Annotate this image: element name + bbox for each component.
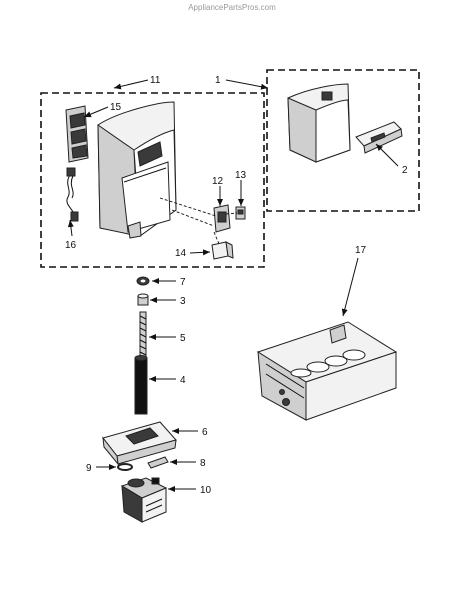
leader-line-16 xyxy=(67,219,74,237)
part-13-connector[interactable] xyxy=(235,206,246,220)
callout-7[interactable]: 7 xyxy=(180,277,186,288)
leader-line-1 xyxy=(225,79,269,90)
callout-4[interactable]: 4 xyxy=(180,375,186,386)
callout-5[interactable]: 5 xyxy=(180,333,186,344)
part-5-auger-spring[interactable] xyxy=(139,311,147,359)
part-4-shaft[interactable] xyxy=(134,355,148,415)
part-17-ice-maker[interactable] xyxy=(256,321,398,421)
part-15-panel[interactable] xyxy=(65,105,89,163)
callout-9[interactable]: 9 xyxy=(86,463,92,474)
callout-8[interactable]: 8 xyxy=(200,458,206,469)
leader-line-17 xyxy=(341,257,359,317)
leader-line-11 xyxy=(113,79,149,90)
part-1-ice-bucket[interactable] xyxy=(287,83,351,163)
callout-15[interactable]: 15 xyxy=(110,102,122,113)
callout-3[interactable]: 3 xyxy=(180,296,186,307)
callout-12[interactable]: 12 xyxy=(212,176,224,187)
part-8-gasket[interactable] xyxy=(147,456,169,469)
dispenser-housing[interactable] xyxy=(97,101,177,239)
callout-16[interactable]: 16 xyxy=(65,240,77,251)
callout-13[interactable]: 13 xyxy=(235,170,247,181)
connector-line xyxy=(171,209,215,227)
leader-line-14 xyxy=(189,249,211,256)
callout-17[interactable]: 17 xyxy=(355,245,367,256)
part-2-deflector[interactable] xyxy=(355,121,403,154)
callout-11[interactable]: 11 xyxy=(150,75,161,86)
assembly-box-1 xyxy=(266,69,420,212)
part-16-wire-harness[interactable] xyxy=(66,167,79,222)
part-3-coupling[interactable] xyxy=(137,293,149,306)
part-12-switch[interactable] xyxy=(213,204,231,233)
callout-1[interactable]: 1 xyxy=(215,75,221,86)
part-9-o-ring[interactable] xyxy=(117,463,133,471)
callout-2[interactable]: 2 xyxy=(402,165,408,176)
leader-line-2 xyxy=(375,143,399,167)
callout-14[interactable]: 14 xyxy=(175,248,187,259)
part-14-relay[interactable] xyxy=(211,241,234,260)
leader-line-15 xyxy=(83,106,109,118)
connector-line xyxy=(225,212,238,215)
part-10-auger-motor[interactable] xyxy=(120,477,168,523)
callout-6[interactable]: 6 xyxy=(202,427,208,438)
part-6-bracket[interactable] xyxy=(102,421,177,466)
watermark-text: AppliancePartsPros.com xyxy=(188,3,276,12)
part-7-washer[interactable] xyxy=(136,276,150,286)
callout-10[interactable]: 10 xyxy=(200,485,212,496)
assembly-box-11 xyxy=(40,92,265,268)
connector-line xyxy=(213,231,220,245)
